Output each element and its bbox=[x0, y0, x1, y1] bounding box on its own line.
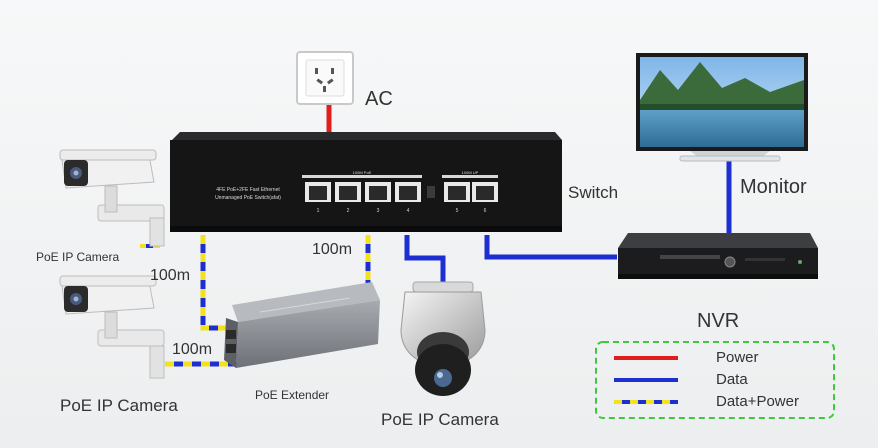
switch-port-number: 3 bbox=[377, 208, 380, 214]
legend-power-label: Power bbox=[716, 349, 759, 366]
switch-ports bbox=[305, 182, 498, 202]
switch-group-uplink: 100M UP bbox=[462, 170, 479, 175]
switch-port-6 bbox=[472, 182, 498, 202]
legend-border bbox=[595, 341, 835, 419]
legend-data-label: Data bbox=[716, 371, 748, 388]
camera-top-label: PoE IP Camera bbox=[36, 250, 120, 264]
switch-group-poe: 100M PoE bbox=[353, 170, 372, 175]
camera-dome-label: PoE IP Camera bbox=[381, 410, 499, 429]
ac-label: AC bbox=[365, 88, 393, 110]
switch-port-number: 2 bbox=[347, 208, 350, 214]
legend bbox=[595, 341, 835, 419]
dome-camera-icon bbox=[400, 281, 486, 396]
distance-label-left-top: 100m bbox=[150, 267, 191, 284]
bullet-camera-top-icon bbox=[59, 149, 165, 247]
nvr-icon bbox=[618, 233, 818, 279]
switch-panel-text: 4FE PoE+2FE Fast Ethernet Unmanaged PoE … bbox=[215, 170, 487, 214]
bullet-camera-bottom-icon bbox=[59, 275, 165, 379]
switch-port-2 bbox=[335, 182, 361, 202]
monitor-label: Monitor bbox=[740, 176, 807, 198]
switch-port-number: 6 bbox=[484, 208, 487, 214]
switch-model-line1: 4FE PoE+2FE Fast Ethernet bbox=[216, 187, 280, 193]
poe-extender-icon bbox=[224, 282, 380, 368]
switch-port-number: 5 bbox=[456, 208, 459, 214]
nvr-label: NVR bbox=[697, 310, 740, 332]
switch-port-4 bbox=[395, 182, 421, 202]
extender-label: PoE Extender bbox=[255, 388, 330, 402]
switch-label: Switch bbox=[568, 183, 619, 202]
ac-socket-icon bbox=[296, 51, 354, 105]
data-power-line-dome bbox=[404, 235, 446, 282]
switch-led-icon bbox=[427, 186, 435, 198]
switch-port-1 bbox=[305, 182, 331, 202]
monitor-icon bbox=[636, 53, 808, 162]
switch-port-3 bbox=[365, 182, 391, 202]
distance-label-left-bottom: 100m bbox=[172, 341, 213, 358]
distance-label-center: 100m bbox=[312, 241, 353, 258]
switch-port-number: 1 bbox=[317, 208, 320, 214]
legend-data-power-label: Data+Power bbox=[716, 393, 799, 410]
switch-port-number: 4 bbox=[407, 208, 410, 214]
camera-bottom-label: PoE IP Camera bbox=[60, 396, 178, 415]
switch-port-5 bbox=[444, 182, 470, 202]
data-line-nvr bbox=[484, 235, 617, 260]
switch-model-line2: Unmanaged PoE Switch(afat) bbox=[215, 195, 281, 201]
